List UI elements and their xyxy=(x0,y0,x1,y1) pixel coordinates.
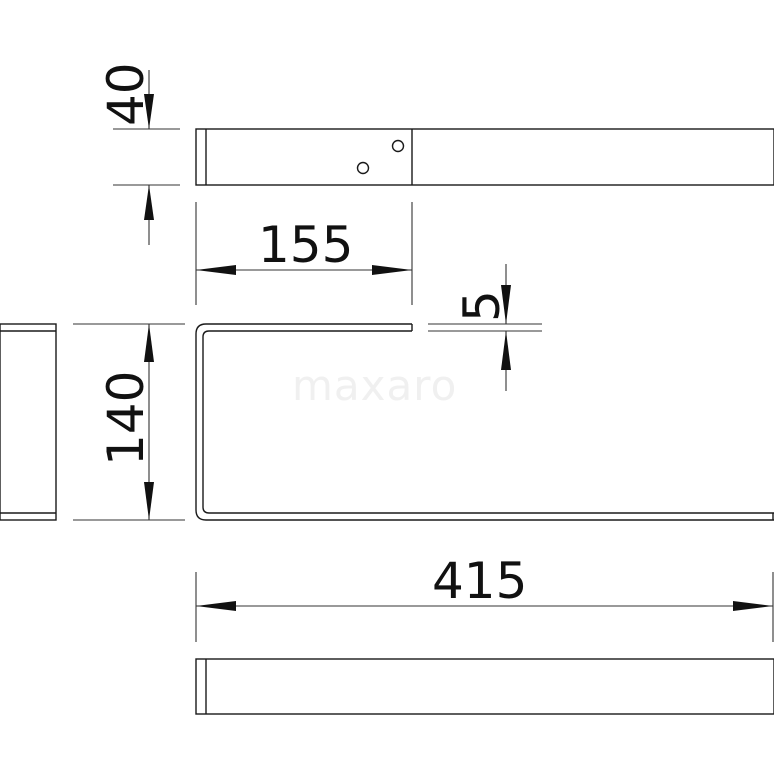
bar-outer-edge xyxy=(195,323,774,521)
arrow-up-icon xyxy=(144,324,154,362)
side-view xyxy=(0,323,57,521)
dimension-label-5: 5 xyxy=(453,290,511,322)
arrow-left-icon xyxy=(196,601,236,611)
dimension-40: 40 xyxy=(97,62,180,245)
dimension-label-415: 415 xyxy=(432,552,527,610)
arrow-up-icon xyxy=(144,185,154,220)
watermark-text: maxaro xyxy=(292,361,457,410)
mounting-hole-icon xyxy=(391,139,405,153)
dimension-label-40: 40 xyxy=(97,62,155,126)
front-view xyxy=(195,323,774,521)
dimension-140: 140 xyxy=(73,323,185,521)
arrow-up-icon xyxy=(501,331,511,370)
mounting-hole-icon xyxy=(356,161,370,175)
arrow-left-icon xyxy=(196,265,236,275)
dimension-label-155: 155 xyxy=(258,216,353,274)
dimension-415: 415 xyxy=(195,552,774,642)
dimension-5: 5 xyxy=(428,264,542,391)
bottom-view xyxy=(195,658,774,715)
bottom-view-outline xyxy=(195,658,774,715)
top-view-outline xyxy=(195,128,774,186)
side-view-outline xyxy=(0,323,57,521)
arrow-down-icon xyxy=(144,482,154,520)
dimension-155: 155 xyxy=(195,202,413,305)
bar-inner-edge xyxy=(202,330,774,514)
arrow-right-icon xyxy=(733,601,773,611)
top-view xyxy=(195,128,774,186)
dimension-label-140: 140 xyxy=(97,371,155,466)
arrow-down-icon xyxy=(501,285,511,324)
arrow-down-icon xyxy=(144,94,154,129)
arrow-right-icon xyxy=(372,265,412,275)
